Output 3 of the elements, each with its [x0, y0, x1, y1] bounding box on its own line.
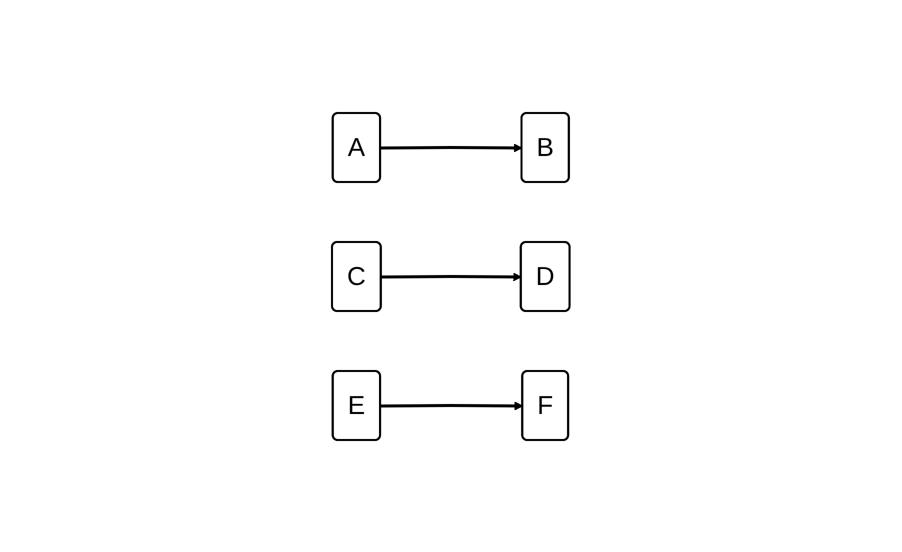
arrow: [381, 272, 522, 281]
arrow: [380, 401, 524, 410]
arrow: [380, 143, 523, 152]
